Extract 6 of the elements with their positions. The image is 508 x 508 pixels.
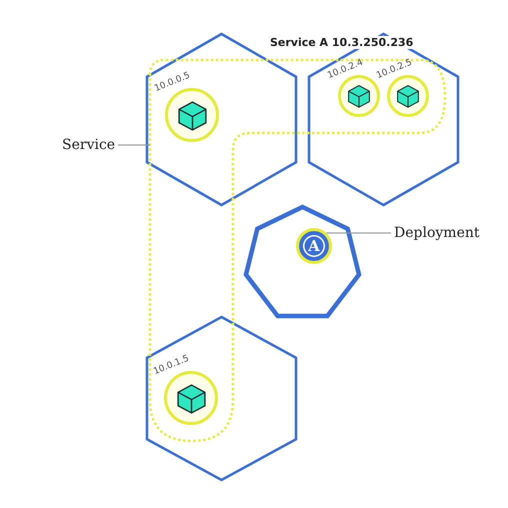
deployment-icon: A — [296, 228, 332, 264]
callout-label: Service — [62, 137, 116, 153]
service-title: Service A 10.3.250.236 — [270, 36, 414, 49]
leader-line — [326, 232, 392, 234]
leader-line — [118, 144, 150, 146]
callout-label: Deployment — [394, 225, 480, 241]
